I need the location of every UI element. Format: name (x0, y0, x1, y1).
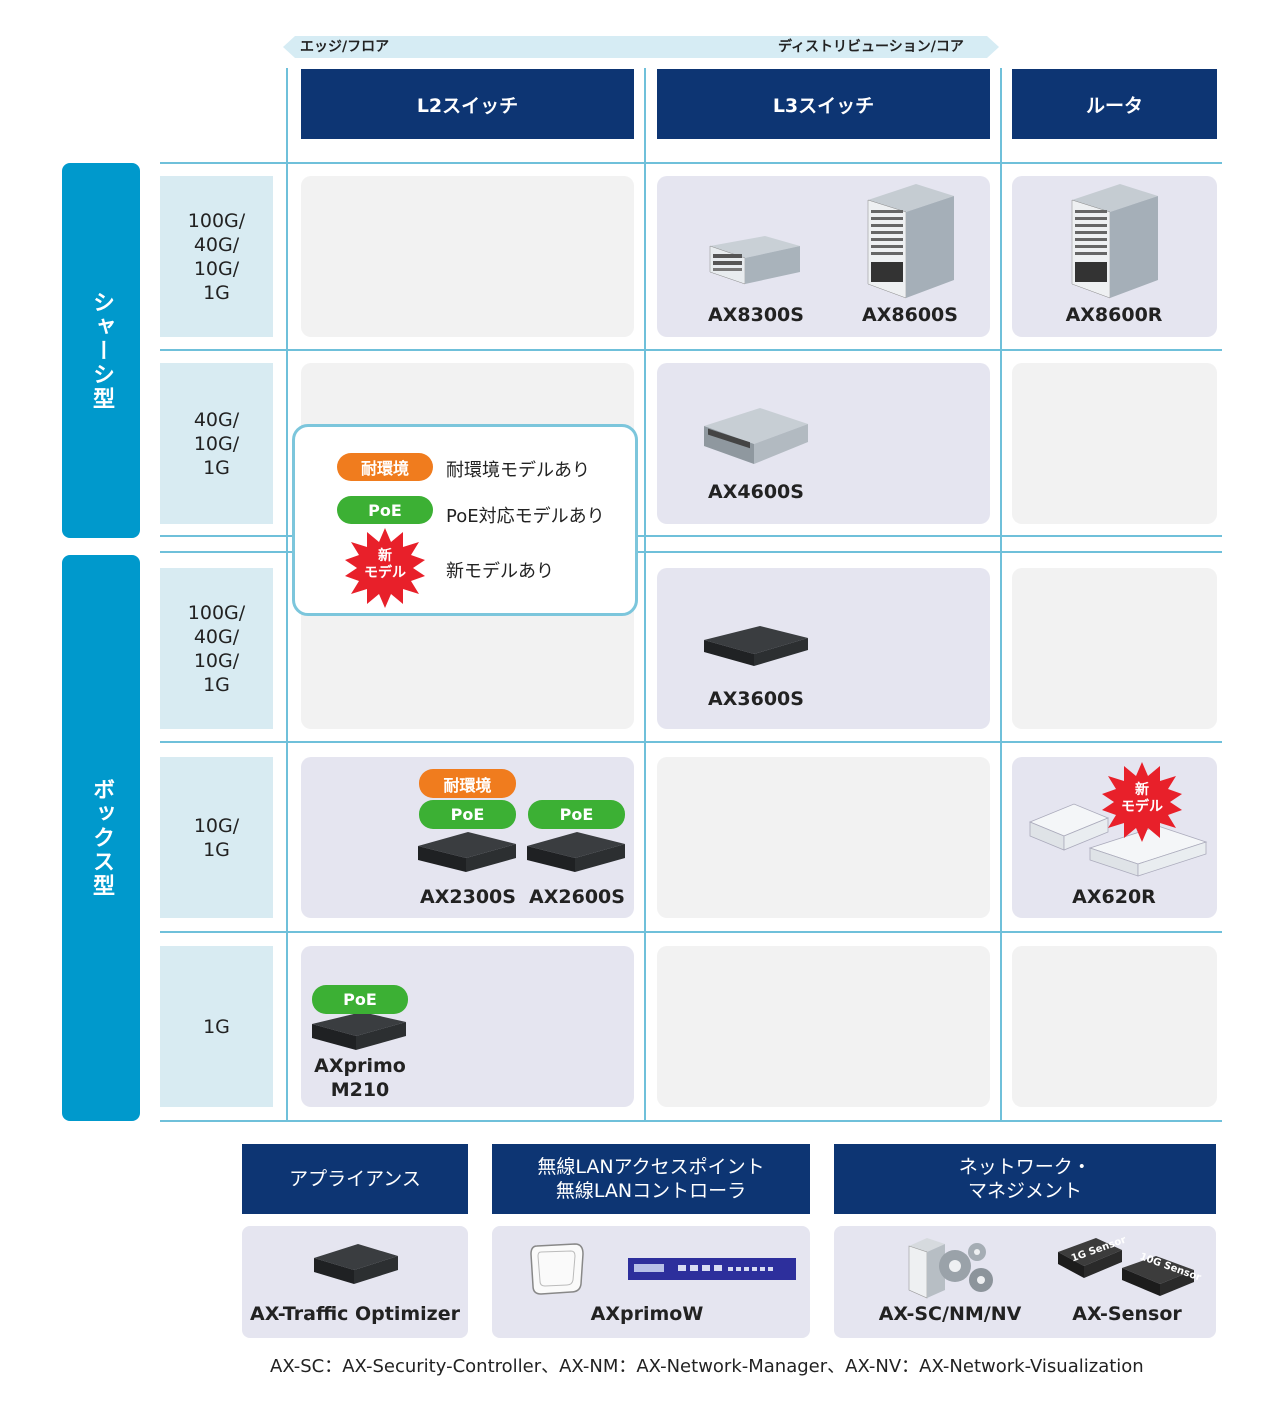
model-label-ax8600s: AX8600S (862, 304, 958, 326)
grid-line (644, 68, 646, 1122)
ax4600s-device-icon (704, 408, 808, 464)
column-header-router: ルータ (1012, 69, 1217, 139)
grid-line (160, 535, 1222, 537)
bottom-header-appliance: アプライアンス (242, 1144, 468, 1214)
model-label-axprimo-m210: AXprimo M210 (314, 1055, 406, 1101)
product-label-ax-sensor: AX-Sensor (1072, 1303, 1182, 1325)
ax8600s-device-icon (867, 184, 954, 299)
speed-label-row-3: 100G/ 40G/ 10G/ 1G (160, 568, 273, 729)
sensor-chip-icon (1058, 1238, 1122, 1278)
speed-label-row-2: 40G/ 10G/ 1G (160, 363, 273, 524)
ax3600s-device-icon (704, 626, 808, 666)
speed-label-row-4: 10G/ 1G (160, 757, 273, 918)
legend-env-desc: 耐環境モデルあり (446, 460, 590, 481)
grid-line (286, 68, 288, 1122)
poe-badge-ax2600s: PoE (528, 800, 625, 829)
model-label-ax2600s: AX2600S (529, 886, 625, 908)
arrow-left-label: エッジ/フロア (300, 39, 390, 55)
model-label-ax620r: AX620R (1072, 886, 1156, 908)
cell-l2-chassis-100g (301, 176, 634, 337)
grid-line (160, 1120, 1222, 1122)
server-gear-icon (908, 1238, 993, 1299)
bottom-header-wireless-lan: 無線LANアクセスポイント 無線LANコントローラ (492, 1144, 810, 1214)
traffic-optimizer-device-icon (314, 1244, 398, 1284)
row-group-box: ボックス型 (62, 555, 140, 1121)
row-group-chassis: シャーシ型 (62, 163, 140, 538)
model-label-ax3600s: AX3600S (708, 688, 804, 710)
grid-line (160, 931, 1222, 933)
model-label-ax2300s: AX2300S (420, 886, 516, 908)
legend-poe-badge: PoE (337, 496, 433, 524)
legend-new-label: 新 モデル (364, 548, 406, 581)
product-label-axprimow: AXprimoW (590, 1303, 704, 1325)
ax8300s-device-icon (709, 236, 800, 285)
axprimo-m210-device-icon (312, 1012, 406, 1050)
row-group-chassis-label: シャーシ型 (89, 290, 114, 411)
row-group-box-label: ボックス型 (89, 778, 114, 898)
cell-l3-box-10g (657, 757, 990, 918)
product-label-traffic-optimizer: AX-Traffic Optimizer (249, 1303, 460, 1325)
legend-poe-desc: PoE対応モデルあり (446, 506, 605, 527)
legend-env-badge: 耐環境 (337, 453, 433, 481)
ax8600r-device-icon (1071, 184, 1158, 299)
edge-to-core-arrow (283, 36, 999, 58)
sensor-10g-chip: 10G Sensor (1120, 1251, 1202, 1298)
grid-line (160, 551, 1222, 553)
new-model-label-ax620r: 新 モデル (1121, 782, 1163, 815)
model-label-ax8600r: AX8600R (1065, 304, 1163, 326)
ax2300s-device-icon (418, 832, 516, 872)
env-badge-ax2300s: 耐環境 (419, 769, 516, 798)
cell-router-box-1g (1012, 946, 1217, 1107)
wlan-controller-device-icon (628, 1258, 796, 1280)
product-label-ax-sc-nm-nv: AX-SC/NM/NV (878, 1303, 1022, 1325)
access-point-device-icon (530, 1243, 584, 1295)
poe-badge-ax2300s: PoE (419, 800, 516, 829)
column-header-l3-switch: L3スイッチ (657, 69, 990, 139)
legend-new-starburst: 新 モデル (345, 528, 425, 608)
grid-line (160, 349, 1222, 351)
arrow-right-label: ディストリビューション/コア (778, 39, 964, 55)
grid-line (160, 741, 1222, 743)
poe-badge-axprimo-m210: PoE (312, 985, 408, 1014)
starburst-icon (1102, 762, 1182, 842)
grid-line (1000, 68, 1002, 1122)
sensor-chip-icon (1122, 1256, 1194, 1296)
ax2600s-device-icon (527, 832, 625, 872)
speed-label-row-5: 1G (160, 946, 273, 1107)
starburst-icon (345, 528, 425, 608)
sensor-1g-chip: 1G Sensor (1056, 1234, 1128, 1280)
footnote: AX-SC：AX-Security-Controller、AX-NM：AX-Ne… (270, 1356, 1144, 1377)
cell-router-box-100g (1012, 568, 1217, 729)
model-label-ax8300s: AX8300S (708, 304, 804, 326)
ax620r-device-icon (1028, 803, 1208, 877)
cell-l3-box-1g (657, 946, 990, 1107)
legend-new-desc: 新モデルあり (446, 561, 554, 582)
column-header-l2-switch: L2スイッチ (301, 69, 634, 139)
model-label-ax4600s: AX4600S (708, 481, 804, 503)
grid-line (160, 162, 1222, 164)
bottom-header-network-management: ネットワーク・ マネジメント (834, 1144, 1216, 1214)
speed-label-row-1: 100G/ 40G/ 10G/ 1G (160, 176, 273, 337)
new-model-starburst-ax620r: 新 モデル (1102, 762, 1182, 842)
cell-router-chassis-40g (1012, 363, 1217, 524)
